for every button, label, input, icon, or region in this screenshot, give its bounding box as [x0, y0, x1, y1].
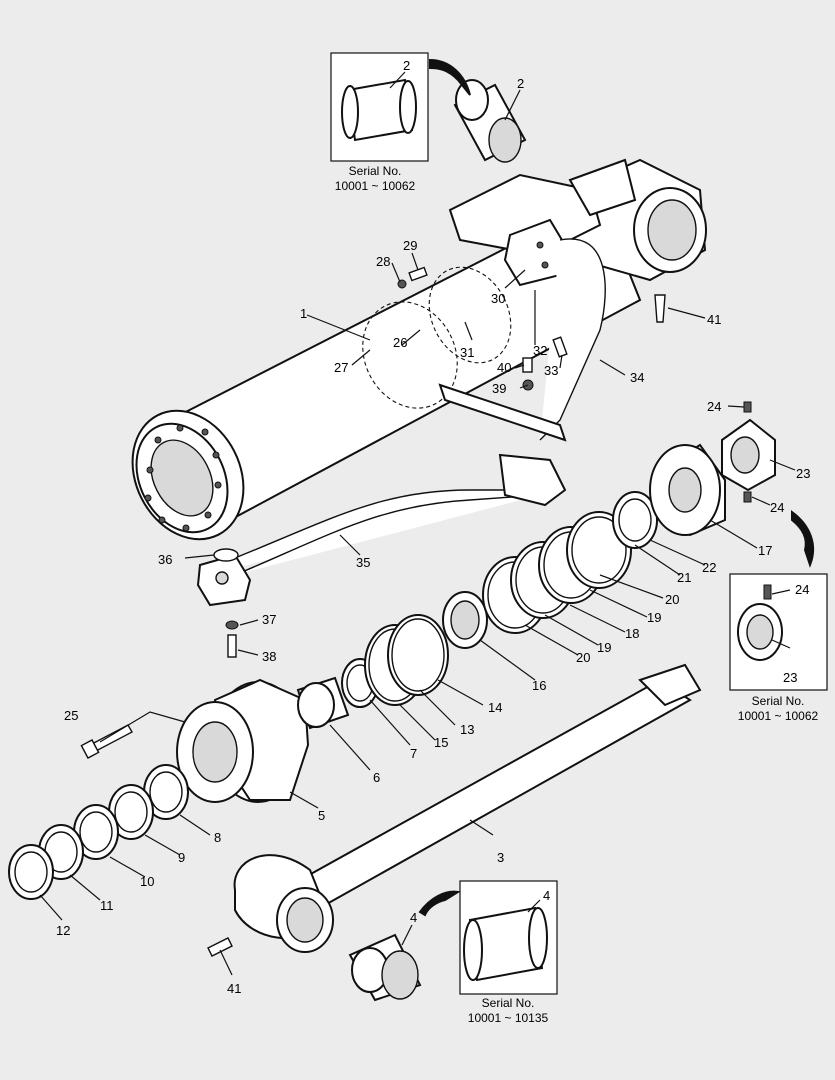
bushing-6: [296, 676, 350, 730]
label-4-inset: 4: [543, 888, 550, 903]
label-30: 30: [491, 291, 505, 306]
label-5: 5: [318, 808, 325, 823]
label-39: 39: [492, 381, 506, 396]
label-28: 28: [376, 254, 390, 269]
bolt-40: [522, 357, 533, 373]
inset-nut-right: [729, 510, 828, 691]
label-2-inset: 2: [403, 58, 410, 73]
seal-rings-middle: [341, 591, 488, 708]
piston-rings: [482, 491, 658, 634]
label-23: 23: [796, 466, 810, 481]
label-8: 8: [214, 830, 221, 845]
label-10: 10: [140, 874, 154, 889]
bushing-2: [453, 79, 527, 163]
inset-bottom-caption: Serial No.: [482, 996, 535, 1010]
rod-cover: [176, 678, 310, 803]
label-21: 21: [677, 570, 691, 585]
label-41b: 41: [227, 981, 241, 996]
inset-top-range: 10001 ~ 10062: [335, 179, 416, 193]
label-35: 35: [356, 555, 370, 570]
label-15: 15: [434, 735, 448, 750]
label-14: 14: [488, 700, 502, 715]
leader-lines: [39, 89, 796, 976]
grease-fitting-41-bottom: [207, 937, 233, 957]
label-23-inset: 23: [783, 670, 797, 685]
label-20a: 20: [576, 650, 590, 665]
label-19a: 19: [597, 640, 611, 655]
label-22: 22: [702, 560, 716, 575]
label-37: 37: [262, 612, 276, 627]
label-24-inset: 24: [795, 582, 809, 597]
label-7: 7: [410, 746, 417, 761]
bolt-38: [227, 634, 237, 658]
oring-36: [213, 548, 239, 562]
label-4: 4: [410, 910, 417, 925]
label-19b: 19: [647, 610, 661, 625]
label-16: 16: [532, 678, 546, 693]
inset-bottom-range: 10001 ~ 10135: [468, 1011, 549, 1025]
seal-rings-left: [8, 764, 189, 900]
label-13: 13: [460, 722, 474, 737]
label-1: 1: [300, 306, 307, 321]
label-2: 2: [517, 76, 524, 91]
set-screw-24b: [743, 491, 752, 503]
label-31: 31: [460, 345, 474, 360]
bolt-25: [80, 724, 133, 759]
label-36: 36: [158, 552, 172, 567]
bolt-33: [552, 336, 568, 358]
label-25: 25: [64, 708, 78, 723]
label-11: 11: [100, 898, 114, 913]
inset-bushing-bottom: [418, 880, 558, 995]
piston: [649, 443, 726, 537]
inset-bushing-top: [330, 52, 471, 162]
bolt-29: [408, 266, 428, 282]
label-34: 34: [630, 370, 644, 385]
inset-right-caption: Serial No.: [752, 694, 805, 708]
label-33: 33: [544, 363, 558, 378]
label-26: 26: [393, 335, 407, 350]
label-24b: 24: [770, 500, 784, 515]
label-18: 18: [625, 626, 639, 641]
inset-right-range: 10001 ~ 10062: [738, 709, 819, 723]
label-12: 12: [56, 923, 70, 938]
label-6: 6: [373, 770, 380, 785]
label-27: 27: [334, 360, 348, 375]
part-labels: 1 2 2 3 4 4 5 6 7 8 9 10 11 12 13 14 15 …: [56, 58, 810, 996]
washer-37: [225, 620, 239, 630]
label-32: 32: [533, 343, 547, 358]
label-29: 29: [403, 238, 417, 253]
inset-top-caption: Serial No.: [349, 164, 402, 178]
nut: [721, 418, 776, 492]
label-41a: 41: [707, 312, 721, 327]
pipe-flange: [196, 553, 252, 607]
label-24a: 24: [707, 399, 721, 414]
valve-block: [448, 158, 637, 287]
label-40: 40: [497, 360, 511, 375]
bushing-4: [348, 933, 422, 1002]
piston-rod: [233, 663, 702, 953]
label-17: 17: [758, 543, 772, 558]
grease-fitting-41-top: [654, 294, 666, 323]
label-20b: 20: [665, 592, 679, 607]
label-38: 38: [262, 649, 276, 664]
set-screw-24a: [743, 401, 752, 413]
clamp-bracket: [438, 383, 567, 507]
pipe-34: [539, 238, 606, 441]
label-3: 3: [497, 850, 504, 865]
label-9: 9: [178, 850, 185, 865]
